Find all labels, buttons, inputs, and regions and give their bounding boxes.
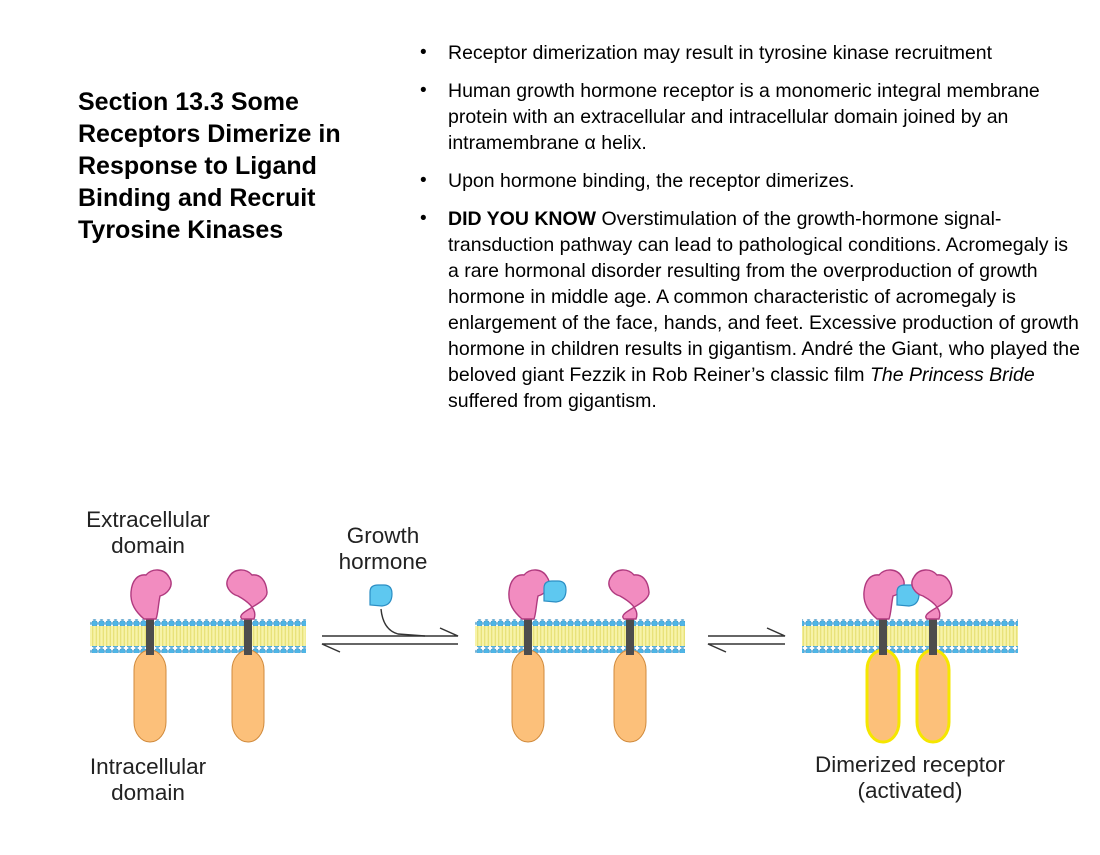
bullet-text: Receptor dimerization may result in tyro… (448, 42, 993, 64)
intracellular-domain (915, 648, 951, 744)
transmembrane-helix (879, 617, 887, 655)
transmembrane-helix (524, 617, 532, 655)
bullet-growth-hormone-receptor: Human growth hormone receptor is a monom… (420, 78, 1080, 156)
growth-hormone-label: Growth hormone (320, 523, 446, 575)
inner-lipid-heads (90, 646, 306, 653)
extracellular-domain (130, 569, 172, 620)
inner-lipid-heads (475, 646, 685, 653)
membranes (90, 619, 1018, 653)
lipid-bilayer (802, 619, 1018, 653)
label-line: Dimerized receptor (814, 752, 1006, 777)
lipid-bilayer (475, 619, 685, 653)
equilibrium-arrows (321, 584, 786, 653)
extracellular-domain (608, 569, 650, 620)
bullet-did-you-know: DID YOU KNOW Overstimulation of the grow… (420, 206, 1080, 414)
label-line: domain (111, 780, 185, 805)
lipid-tails (475, 626, 685, 646)
forward-arrow (322, 627, 459, 637)
intracellular-domain (511, 649, 545, 743)
transmembrane-helix (146, 617, 154, 655)
transmembrane-helix (929, 617, 937, 655)
label-line: domain (111, 533, 185, 558)
growth-hormone-receptor (508, 569, 567, 743)
intracellular-domain (133, 649, 167, 743)
receptors (130, 569, 953, 744)
extracellular-domain (863, 569, 905, 620)
lipid-tails (90, 626, 306, 646)
intracellular-domain (865, 648, 901, 744)
reverse-arrow (707, 643, 785, 653)
did-you-know-text: Overstimulation of the growth-hormone si… (448, 208, 1080, 386)
label-line: Growth (346, 523, 420, 548)
label-line: hormone (338, 549, 428, 574)
extracellular-domain (226, 569, 268, 620)
bullet-text: Upon hormone binding, the receptor dimer… (448, 170, 855, 192)
extracellular-domain-label: Extracellular domain (72, 507, 224, 559)
dimerized-receptor-label: Dimerized receptor (activated) (790, 752, 1030, 804)
slide-title: Section 13.3 Some Receptors Dimerize in … (78, 88, 341, 244)
intracellular-domain (613, 649, 647, 743)
outer-lipid-heads (802, 619, 1018, 626)
did-you-know-end: suffered from gigantism. (448, 390, 657, 412)
intracellular-domain (231, 649, 265, 743)
label-line: (activated) (857, 778, 963, 803)
binding-path (380, 608, 426, 637)
growth-hormone (369, 584, 393, 607)
reverse-arrow (321, 643, 458, 653)
did-you-know-label: DID YOU KNOW (448, 208, 597, 230)
growth-hormone-receptor (863, 569, 920, 744)
forward-arrow (708, 627, 786, 637)
label-line: Intracellular (89, 754, 207, 779)
receptor-dimerization-diagram: Extracellular domain Growth hormone Intr… (0, 480, 1100, 850)
extracellular-domain (508, 569, 550, 620)
bullet-hormone-binding: Upon hormone binding, the receptor dimer… (420, 168, 1080, 194)
extracellular-domain (911, 569, 953, 620)
lipid-bilayer (90, 619, 306, 653)
film-title: The Princess Bride (869, 364, 1035, 386)
bullet-list: Receptor dimerization may result in tyro… (420, 40, 1080, 426)
growth-hormone-receptor (608, 569, 650, 743)
outer-lipid-heads (90, 619, 306, 626)
bullet-dimerization-recruitment: Receptor dimerization may result in tyro… (420, 40, 1080, 66)
diagram-canvas (90, 569, 1018, 744)
growth-hormone-receptor (911, 569, 953, 744)
label-line: Extracellular (86, 507, 210, 532)
bullet-text: Human growth hormone receptor is a monom… (448, 80, 1040, 154)
growth-hormone-receptor (226, 569, 268, 743)
growth-hormone-receptor (130, 569, 172, 743)
transmembrane-helix (244, 617, 252, 655)
growth-hormone (543, 580, 567, 603)
transmembrane-helix (626, 617, 634, 655)
inner-lipid-heads (802, 646, 1018, 653)
intracellular-domain-label: Intracellular domain (72, 754, 224, 806)
outer-lipid-heads (475, 619, 685, 626)
lipid-tails (802, 626, 1018, 646)
